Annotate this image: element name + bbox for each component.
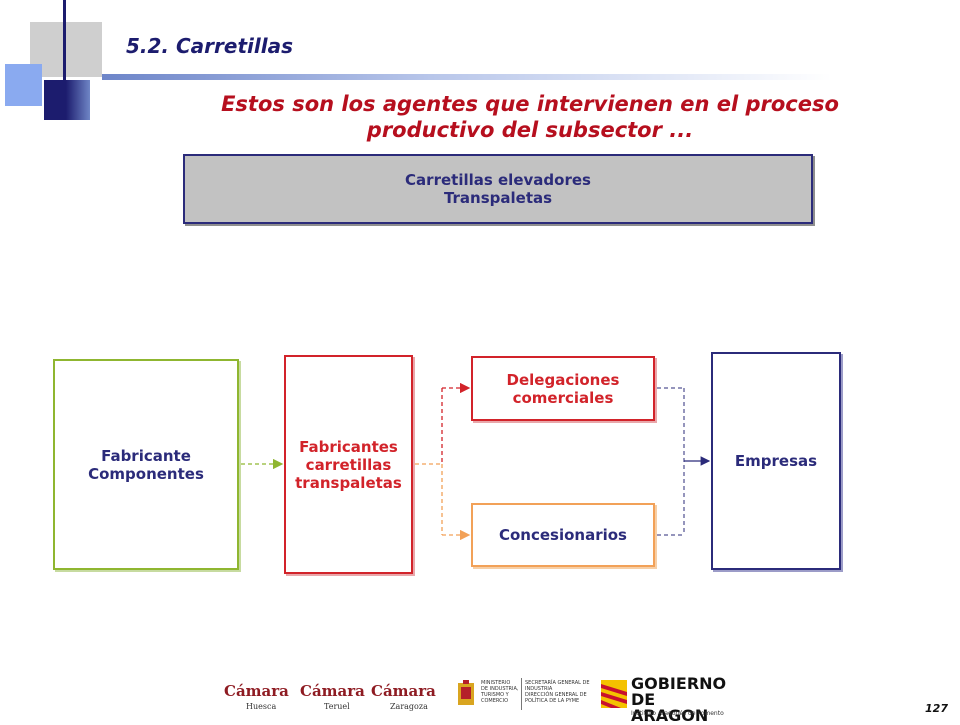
slide-subtitle: Estos son los agentes que intervienen en… xyxy=(150,91,910,143)
ministry-left-line: TURISMO Y xyxy=(481,692,509,698)
ministry-right-line: POLÍTICA DE LA PYME xyxy=(525,698,580,704)
node-fabricante-componentes: Fabricante Componentes xyxy=(53,359,239,570)
node-fabricantes-carretillas: Fabricantes carretillas transpaletas xyxy=(284,355,413,574)
gobierno-line: DE ARAGON xyxy=(631,690,709,725)
logo-city-label: Teruel xyxy=(324,702,350,711)
gobierno-line: GOBIERNO xyxy=(631,674,727,693)
header-decoration-gray xyxy=(30,22,102,77)
node-label-line: Fabricante xyxy=(101,446,191,465)
ministry-left-line: DE INDUSTRIA, xyxy=(481,686,519,692)
camara-huesca-logo: Cámara xyxy=(224,682,289,700)
subtitle-line-1: Estos son los agentes que intervienen en… xyxy=(221,92,839,116)
header-vertical-rule xyxy=(63,0,66,120)
node-label-line: Componentes xyxy=(88,464,204,483)
gobierno-subtitle: Instituto Aragonés de Fomento xyxy=(631,710,724,717)
header-decoration-blue xyxy=(5,64,42,106)
ministry-divider xyxy=(521,678,522,710)
node-label-line: transpaletas xyxy=(295,473,402,492)
ministry-right-text: SECRETARÍA GENERAL DE INDUSTRIA DIRECCIÓ… xyxy=(525,680,590,704)
ministry-right-line: INDUSTRIA xyxy=(525,686,553,692)
product-box: Carretillas elevadores Transpaletas xyxy=(183,154,813,224)
subtitle-line-2: productivo del subsector ... xyxy=(366,118,694,142)
ministry-left-text: MINISTERIO DE INDUSTRIA, TURISMO Y COMER… xyxy=(481,680,519,704)
camara-teruel-logo: Cámara xyxy=(300,682,365,700)
ministerio-logo: MINISTERIO DE INDUSTRIA, TURISMO Y COMER… xyxy=(455,674,727,724)
logo-city-label: Zaragoza xyxy=(390,702,428,711)
gobierno-aragon-emblem-icon xyxy=(601,680,627,708)
node-concesionarios: Concesionarios xyxy=(471,503,655,567)
node-delegaciones-comerciales: Delegaciones comerciales xyxy=(471,356,655,421)
node-label-line: comerciales xyxy=(512,388,614,407)
coat-of-arms-icon xyxy=(458,680,474,705)
product-line-1: Carretillas elevadores xyxy=(405,171,591,189)
ministry-right-line: DIRECCIÓN GENERAL DE xyxy=(525,692,587,698)
product-line-2: Transpaletas xyxy=(443,189,553,207)
node-label-line: Fabricantes xyxy=(299,437,398,456)
footer-logos: Cámara Huesca Cámara Teruel Cámara Zarag… xyxy=(200,660,726,724)
node-label-line: Delegaciones xyxy=(506,370,620,389)
header-decoration-gradient xyxy=(66,80,90,120)
ministry-left-line: MINISTERIO xyxy=(481,680,511,686)
section-title: 5.2. Carretillas xyxy=(126,34,293,58)
node-label-line: Concesionarios xyxy=(498,526,627,544)
node-label-line: Empresas xyxy=(734,452,818,470)
header-decoration-navy xyxy=(44,80,64,120)
node-empresas: Empresas xyxy=(711,352,841,570)
page-number: 127 xyxy=(925,702,948,715)
camara-zaragoza-logo: Cámara xyxy=(371,682,436,700)
header-horizontal-rule xyxy=(102,74,832,80)
ministry-right-line: SECRETARÍA GENERAL DE xyxy=(525,680,590,686)
node-label-line: carretillas xyxy=(305,455,392,474)
ministry-left-line: COMERCIO xyxy=(481,698,509,704)
logo-city-label: Huesca xyxy=(246,702,277,711)
